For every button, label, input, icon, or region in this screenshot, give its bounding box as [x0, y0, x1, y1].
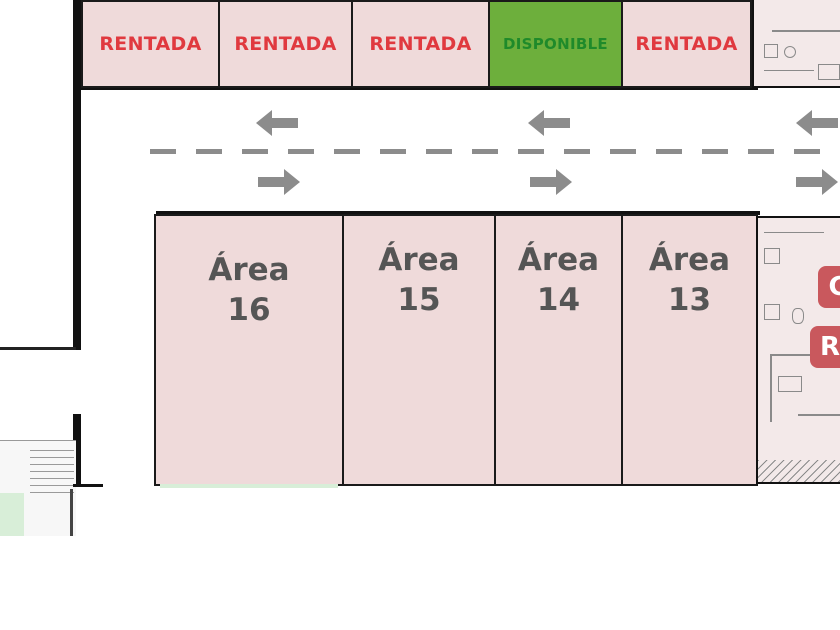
left-stair-block: [0, 440, 76, 536]
floor-plan-top: [752, 0, 840, 88]
bottom-stub: [73, 484, 103, 487]
stair-steps: [30, 445, 74, 493]
parking-space-4[interactable]: DISPONIBLE: [488, 0, 623, 88]
green-room: [0, 493, 24, 536]
lower-row-top-line: [156, 211, 760, 215]
plan-badge-2: R: [810, 326, 840, 368]
area-word: Área: [648, 242, 731, 278]
area-14[interactable]: Área 14: [494, 214, 623, 486]
arrow-left-icon: [796, 110, 838, 136]
area-16[interactable]: Área 16: [154, 214, 344, 486]
left-wall-vertical: [73, 0, 81, 350]
area-word: Área: [378, 242, 460, 278]
area-word: Área: [517, 242, 600, 278]
lane-divider: [150, 149, 840, 154]
area-number: 16: [227, 292, 271, 328]
left-wall-line: [0, 347, 76, 350]
area-16-edge: [160, 484, 338, 488]
arrow-right-icon: [796, 169, 838, 195]
area-13[interactable]: Área 13: [621, 214, 758, 486]
area-15[interactable]: Área 15: [342, 214, 496, 486]
floor-plan-bottom: C R: [756, 216, 840, 484]
parking-space-3[interactable]: RENTADA: [351, 0, 490, 88]
stair-rail: [70, 489, 73, 536]
arrow-right-icon: [258, 169, 300, 195]
area-number: 15: [397, 282, 441, 318]
area-word: Área: [208, 252, 290, 288]
top-row-base-line: [78, 86, 758, 90]
area-number: 13: [667, 282, 712, 318]
parking-space-5[interactable]: RENTADA: [621, 0, 752, 88]
plan-badge-1: C: [818, 266, 840, 308]
area-number: 14: [536, 282, 581, 318]
parking-space-2[interactable]: RENTADA: [218, 0, 353, 88]
arrow-right-icon: [530, 169, 572, 195]
arrow-left-icon: [256, 110, 298, 136]
parking-space-1[interactable]: RENTADA: [81, 0, 220, 88]
arrow-left-icon: [528, 110, 570, 136]
left-wall-lower: [73, 414, 81, 486]
